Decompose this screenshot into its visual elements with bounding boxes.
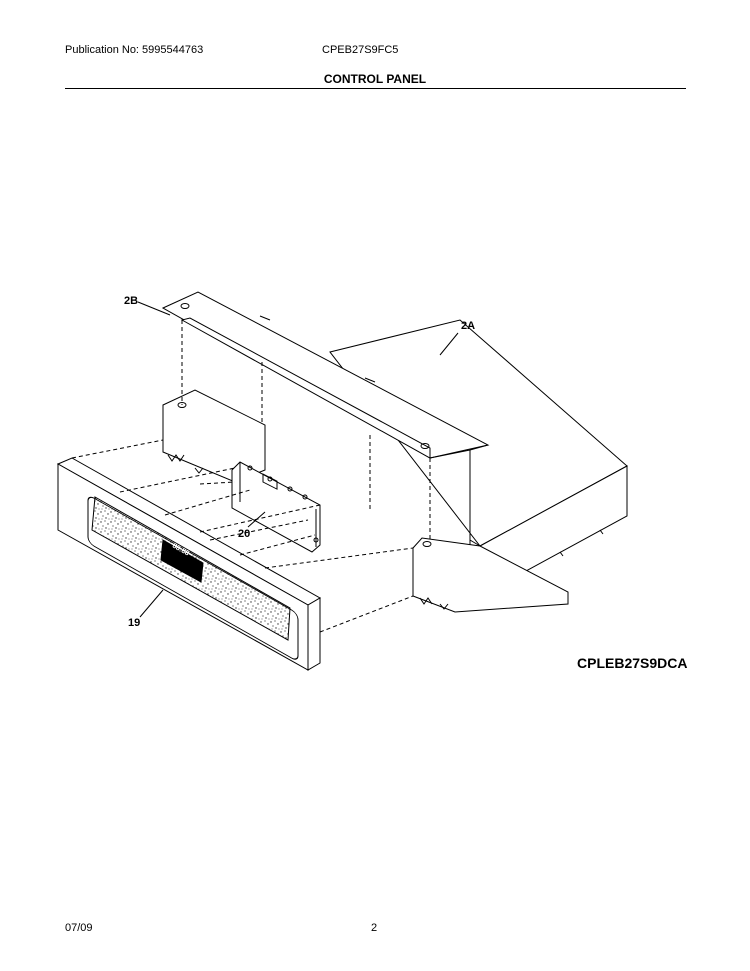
assembly-lines [71, 320, 471, 633]
part-2b-cover [161, 291, 490, 459]
callout-2b: 2B [124, 295, 138, 307]
model-number: CPEB27S9FC5 [322, 44, 399, 56]
part-20-control-board [231, 461, 321, 553]
part-19-console [56, 457, 322, 671]
page-title: CONTROL PANEL [323, 72, 427, 86]
left-end-bracket [162, 389, 266, 483]
callout-2a: 2A [461, 320, 475, 332]
publication-date: 07/09 [65, 922, 93, 934]
diagram-code: CPLEB27S9DCA [577, 655, 688, 671]
callout-19: 19 [128, 617, 140, 629]
right-end-bracket [412, 537, 569, 613]
page-number: 2 [371, 922, 378, 934]
header-rule [65, 88, 686, 89]
publication-number: Publication No: 5995544763 [65, 44, 204, 56]
callout-20: 20 [238, 528, 250, 540]
leader-lines [137, 301, 459, 618]
